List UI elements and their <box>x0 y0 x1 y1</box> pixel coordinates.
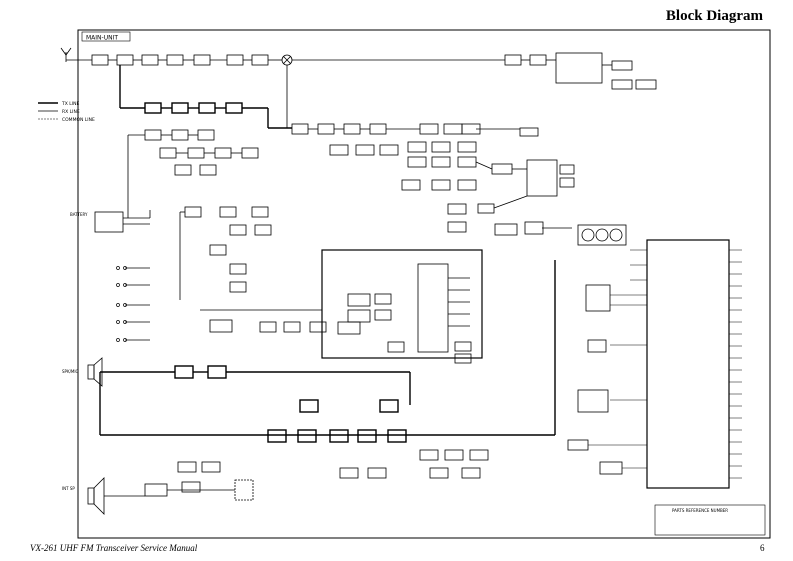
spk-mic-label: SPK/MIC <box>62 369 79 374</box>
left-rx-blocks <box>127 129 259 218</box>
cpu-ic <box>567 224 766 536</box>
legend-tx: TX LINE <box>61 101 79 107</box>
main-unit-label: MAIN-UNIT <box>86 35 118 42</box>
tx-chain <box>119 65 292 129</box>
parts-reference-label: PARTS REFERENCE NUMBER <box>672 508 728 513</box>
speaker-icon <box>87 357 105 515</box>
cpu-section <box>200 249 483 364</box>
legend: TX LINE RX LINE COMMON LINE <box>38 101 95 123</box>
int-spk-label: INT SP <box>62 486 75 491</box>
audio-chain <box>99 260 556 443</box>
main-unit-frame <box>77 29 771 539</box>
rf-chain <box>66 52 657 128</box>
cpu-pins <box>588 249 742 479</box>
legend-rx: RX LINE <box>62 109 80 115</box>
lower-blocks <box>104 449 489 501</box>
rx-chain <box>291 123 575 236</box>
key-switches <box>116 266 150 342</box>
main-unit-tag <box>81 31 131 42</box>
battery-connector <box>94 210 151 233</box>
legend-common: COMMON LINE <box>62 117 95 123</box>
footer-page-number: 6 <box>760 543 765 553</box>
footer-manual-title: VX-261 UHF FM Transceiver Service Manual <box>30 543 198 553</box>
page-title: Block Diagram <box>665 8 763 24</box>
regulator-blocks <box>179 206 272 300</box>
battery-label: BATTERY <box>70 212 88 217</box>
